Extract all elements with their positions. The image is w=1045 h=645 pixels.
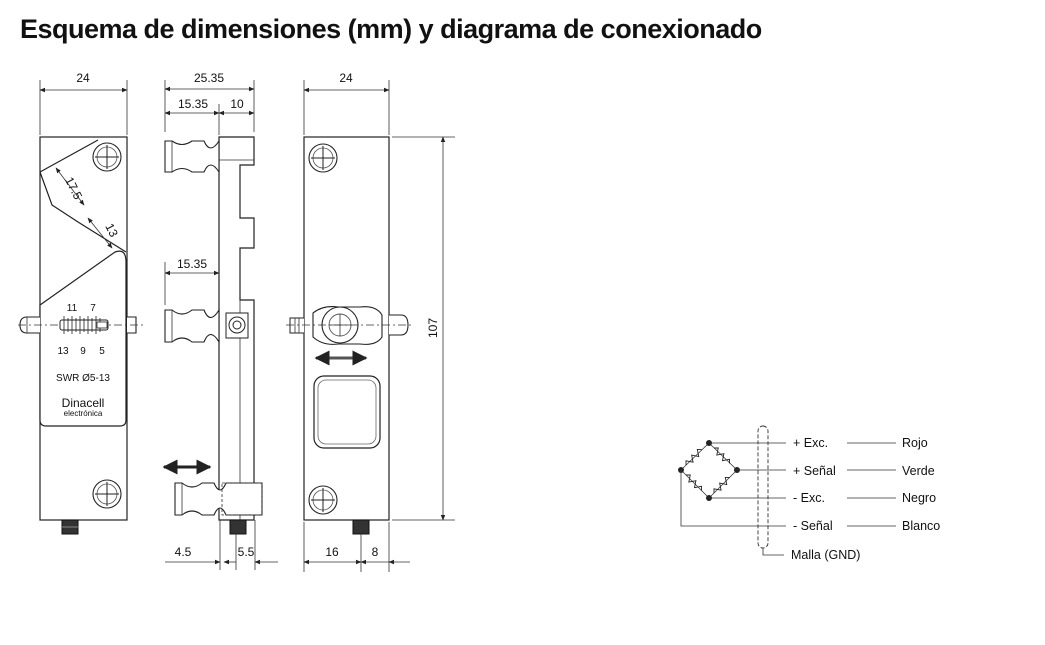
- wire-color-black: Negro: [902, 491, 936, 505]
- scale-bottom-label-1: 13: [57, 346, 69, 357]
- back-width-dim: 24: [339, 71, 353, 85]
- signal-exc-neg: - Exc.: [793, 491, 825, 505]
- wiring-diagram: + Exc. + Señal - Exc. - Señal Rojo Verde…: [678, 425, 940, 562]
- back-height-dim: 107: [426, 318, 440, 338]
- signal-senal-neg: - Señal: [793, 519, 833, 533]
- chamfer-dim-2: 13: [102, 221, 121, 240]
- side-bottom-right-dim: 5.5: [238, 545, 255, 559]
- page-title: Esquema de dimensiones (mm) y diagrama d…: [20, 14, 762, 44]
- side-cable-gland: [229, 519, 247, 535]
- scale-bottom-label-2: 9: [80, 346, 86, 357]
- front-top-screw-icon: [92, 142, 122, 172]
- side-mid-roller: [164, 308, 220, 344]
- shield-label: Malla (GND): [791, 548, 860, 562]
- side-bottom-left-dim: 4.5: [175, 545, 192, 559]
- front-width-dim: 24: [76, 71, 90, 85]
- back-cable-gland: [352, 519, 370, 535]
- side-total-dim: 25.35: [194, 71, 224, 85]
- side-view: 25.35 15.35 10 15.35: [162, 71, 278, 570]
- back-view: 24 107 16 8: [286, 71, 455, 572]
- back-top-screw-icon: [308, 143, 338, 173]
- scale-top-label-2: 7: [90, 303, 96, 314]
- scale-top-label-1: 11: [67, 303, 78, 314]
- cable-shield: [757, 425, 769, 549]
- front-bottom-screw-icon: [92, 479, 122, 509]
- side-right-dim: 10: [230, 97, 244, 111]
- scale-bottom-label-3: 5: [99, 346, 105, 357]
- back-bottom-right-dim: 8: [372, 545, 379, 559]
- wire-color-red: Rojo: [902, 436, 928, 450]
- brand-label: Dinacell: [62, 396, 105, 410]
- back-bottom-left-dim: 16: [325, 545, 339, 559]
- signal-exc-pos: + Exc.: [793, 436, 828, 450]
- side-left-dim: 15.35: [178, 97, 208, 111]
- label-plate: [39, 250, 127, 427]
- signal-senal-pos: + Señal: [793, 464, 836, 478]
- side-top-roller: [164, 139, 220, 174]
- side-mid-dim: 15.35: [177, 257, 207, 271]
- wire-color-green: Verde: [902, 464, 935, 478]
- wire-color-white: Blanco: [902, 519, 940, 533]
- model-label: SWR Ø5-13: [56, 373, 110, 384]
- brand-sub-label: electrónica: [64, 409, 103, 418]
- front-view: 24 17.5 13 11 7 13 9: [18, 71, 145, 535]
- back-bottom-screw-icon: [308, 485, 338, 515]
